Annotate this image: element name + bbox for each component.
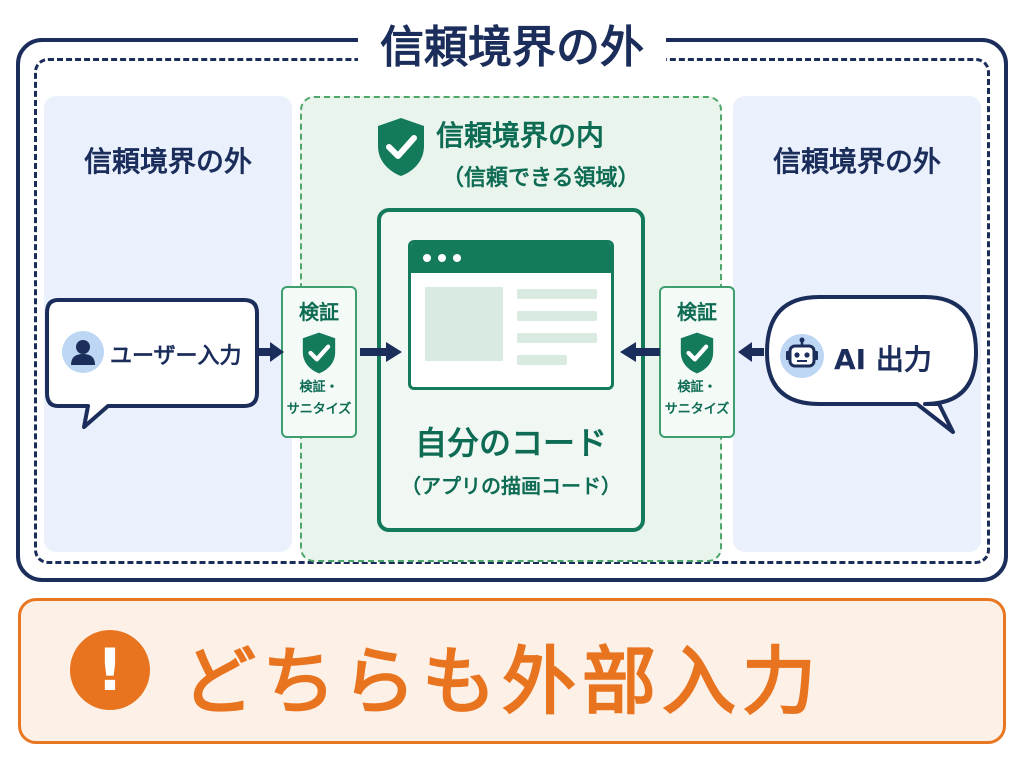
- trust-zone-subtitle: （信頼できる領域）: [442, 166, 640, 191]
- validation-text-line1: 検証・: [677, 380, 717, 395]
- window-dot: [438, 254, 446, 262]
- arrow-left-icon: [620, 342, 660, 362]
- warning-text: どちらも外部入力: [182, 639, 822, 725]
- validation-title: 検証: [299, 300, 339, 324]
- user-icon: [62, 331, 104, 373]
- robot-icon: [780, 334, 824, 378]
- trust-zone-title: 信頼境界の内: [436, 119, 605, 152]
- shield-check-icon: [378, 118, 424, 176]
- content-block: [425, 287, 503, 361]
- arrow-left-icon: [738, 342, 764, 362]
- ai-output-label: AI 出力: [834, 343, 932, 376]
- warning-banner: [18, 598, 1006, 744]
- user-input-label: ユーザー入力: [110, 344, 242, 369]
- browser-window-icon: [408, 240, 614, 390]
- right-zone-title: 信頼境界の外: [772, 145, 941, 178]
- user-input-bubble: [45, 298, 259, 429]
- code-card-subtitle: （アプリの描画コード）: [401, 474, 621, 498]
- code-card-title: 自分のコード: [414, 424, 607, 462]
- validation-box-left: 検証 検証・ サニタイズ: [281, 286, 357, 438]
- arrow-right-icon: [258, 342, 284, 362]
- text-line: [517, 289, 597, 299]
- text-line: [517, 333, 597, 343]
- validation-text-line2: サニタイズ: [664, 402, 730, 417]
- text-line: [517, 311, 597, 321]
- ai-output-bubble: [765, 295, 978, 434]
- browser-title-bar: [411, 243, 611, 273]
- left-zone-title: 信頼境界の外: [83, 145, 252, 178]
- arrow-right-icon: [360, 342, 402, 362]
- window-dot: [453, 254, 461, 262]
- validation-title: 検証: [677, 300, 717, 324]
- validation-text-line1: 検証・: [299, 380, 339, 395]
- window-dot: [423, 254, 431, 262]
- exclamation-icon: !: [70, 630, 150, 710]
- validation-text-line2: サニタイズ: [286, 402, 352, 417]
- text-line: [517, 355, 567, 365]
- validation-box-right: 検証 検証・ サニタイズ: [659, 286, 735, 438]
- shield-check-icon: [680, 332, 714, 374]
- shield-check-icon: [302, 332, 336, 374]
